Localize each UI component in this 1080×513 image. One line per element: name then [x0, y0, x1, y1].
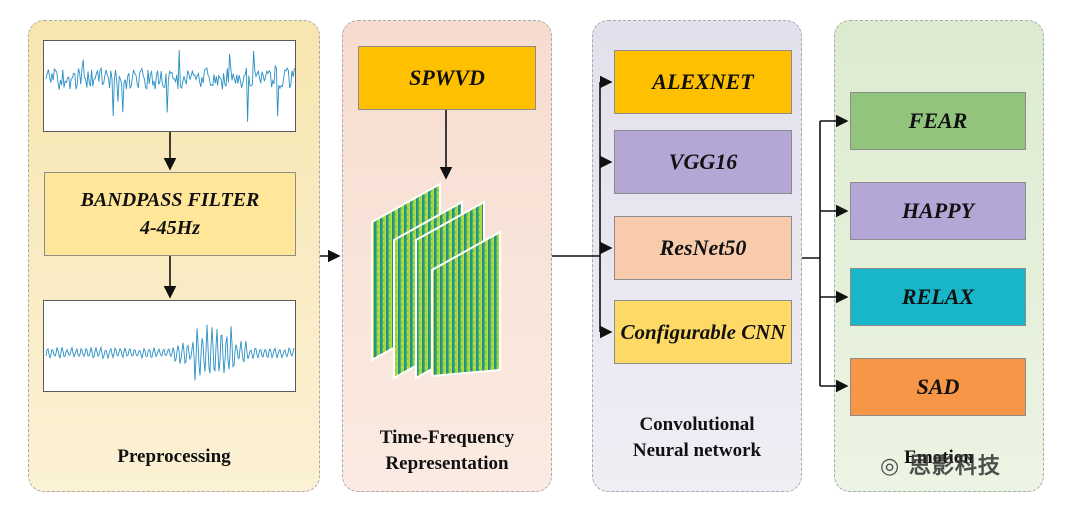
tfr-label: Time-Frequency Representation: [342, 425, 552, 477]
spwvd-box: SPWVD: [358, 46, 536, 110]
relax-box: RELAX: [850, 268, 1026, 326]
configurable-cnn-box: Configurable CNN: [614, 300, 792, 364]
raw-eeg-trace: [45, 50, 295, 122]
vgg16-box: VGG16: [614, 130, 792, 194]
bandpass-filter-box: BANDPASS FILTER 4-45Hz: [44, 172, 296, 256]
watermark-text: 思影科技: [908, 454, 1001, 479]
emotion-label: Emotion: [904, 447, 974, 468]
happy-box: HAPPY: [850, 182, 1026, 240]
wechat-icon: ◎: [880, 454, 901, 479]
cnn-label-line2: Neural network: [632, 440, 762, 461]
tfr-label-line1: Time-Frequency: [379, 427, 515, 448]
tfr-label-line2: Representation: [385, 453, 509, 474]
filtered-eeg-signal: [43, 300, 296, 392]
sad-box: SAD: [850, 358, 1026, 416]
cnn-label-line1: Convolutional: [639, 414, 755, 435]
filtered-eeg-trace: [45, 324, 295, 381]
fear-box: FEAR: [850, 92, 1026, 150]
resnet50-box: ResNet50: [614, 216, 792, 280]
preprocessing-label: Preprocessing: [117, 446, 231, 467]
alexnet-box: ALEXNET: [614, 50, 792, 114]
cnn-label: Convolutional Neural network: [592, 412, 802, 464]
bandpass-filter-range: 4-45Hz: [139, 217, 200, 239]
spectrogram-stack: [371, 182, 501, 380]
raw-eeg-signal: [43, 40, 296, 132]
bandpass-filter-title: BANDPASS FILTER: [80, 189, 260, 211]
watermark: ◎ 思影科技: [880, 448, 1001, 480]
